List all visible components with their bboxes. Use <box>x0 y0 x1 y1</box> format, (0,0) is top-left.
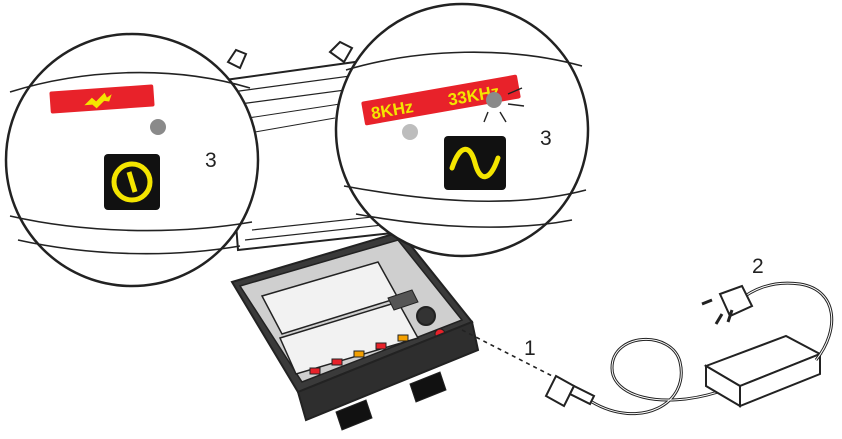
charging-cable <box>462 330 718 414</box>
callout-power-supply: 2 <box>752 256 764 277</box>
case-body <box>232 232 478 430</box>
power-button <box>104 154 160 210</box>
signal-button <box>444 136 506 190</box>
zoom-circle-left <box>6 34 258 286</box>
callout-led-right: 3 <box>540 128 552 149</box>
status-led <box>150 119 166 135</box>
callout-connector: 1 <box>524 338 536 359</box>
led-8khz <box>402 124 418 140</box>
power-adapter <box>706 336 820 406</box>
led-33khz <box>486 92 502 108</box>
callout-led-left: 3 <box>205 150 217 171</box>
